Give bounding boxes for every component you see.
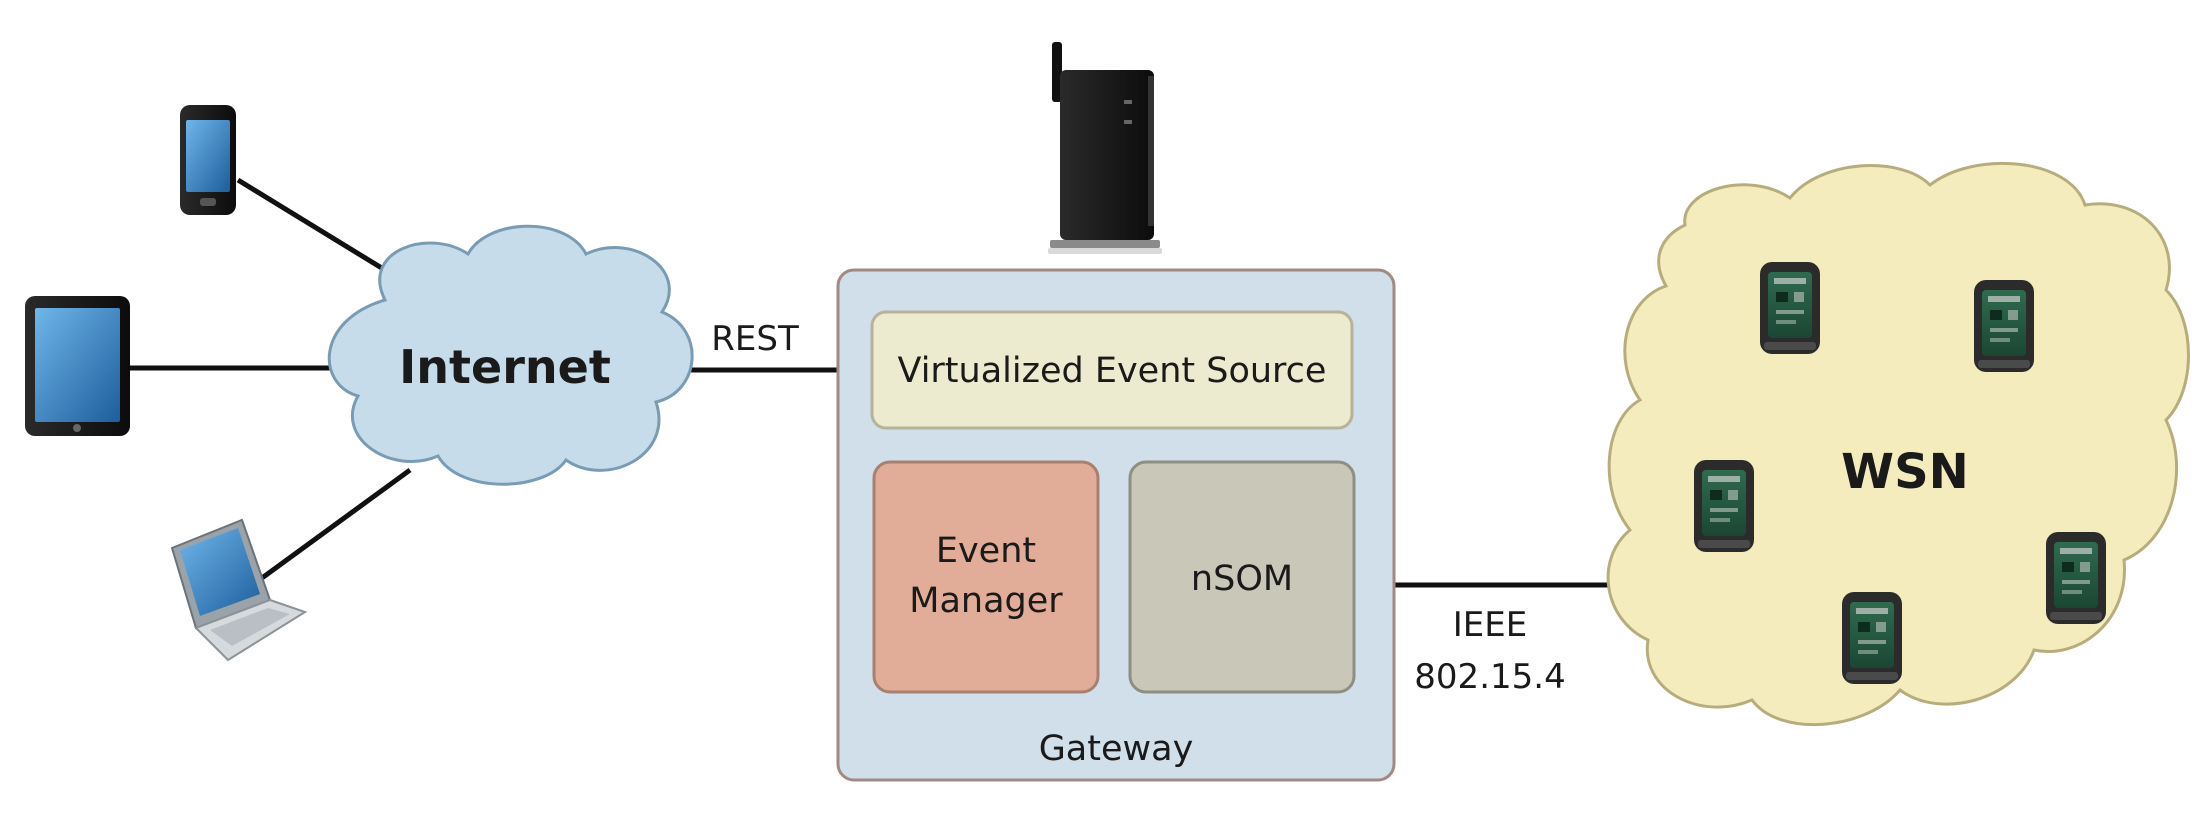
internet-cloud: Internet <box>327 224 694 486</box>
ieee-label-line2: 802.15.4 <box>1414 657 1565 697</box>
laptop-link <box>260 467 412 581</box>
router-device-icon <box>1048 42 1162 254</box>
event-manager-box <box>872 460 1100 694</box>
wsn-cloud: WSN <box>1606 161 2190 727</box>
sensor-node-icon <box>1974 280 2034 372</box>
gateway-label: Gateway <box>1039 729 1194 769</box>
smartphone-icon <box>180 105 236 215</box>
rest-label: REST <box>711 319 799 359</box>
virtualized-event-source-box <box>870 310 1354 430</box>
phone-link <box>236 177 400 281</box>
gateway-box: Virtualized Event Source Event Manager n… <box>836 268 1396 782</box>
laptop-icon <box>170 518 308 662</box>
event-manager-label-line2: Manager <box>909 581 1063 621</box>
internet-label: Internet <box>399 340 611 394</box>
svg-text:Event: Event <box>936 531 1036 571</box>
virtualized-event-source-label: Virtualized Event Source <box>898 351 1327 391</box>
sensor-node-icon <box>2046 532 2106 624</box>
svg-text:802.15.4: 802.15.4 <box>1414 657 1565 697</box>
ieee-label-line1: IEEE <box>1453 605 1527 645</box>
svg-text:IEEE: IEEE <box>1453 605 1527 645</box>
nsom-box <box>1128 460 1356 694</box>
wsn-label: WSN <box>1841 444 1969 500</box>
sensor-node-icon <box>1842 592 1902 684</box>
sensor-node-icon <box>1694 460 1754 552</box>
svg-text:Manager: Manager <box>909 581 1063 621</box>
nsom-label: nSOM <box>1191 559 1293 599</box>
tablet-icon <box>25 296 130 436</box>
connection-lines <box>130 177 1645 588</box>
event-manager-label-line1: Event <box>936 531 1036 571</box>
sensor-node-icon <box>1760 262 1820 354</box>
